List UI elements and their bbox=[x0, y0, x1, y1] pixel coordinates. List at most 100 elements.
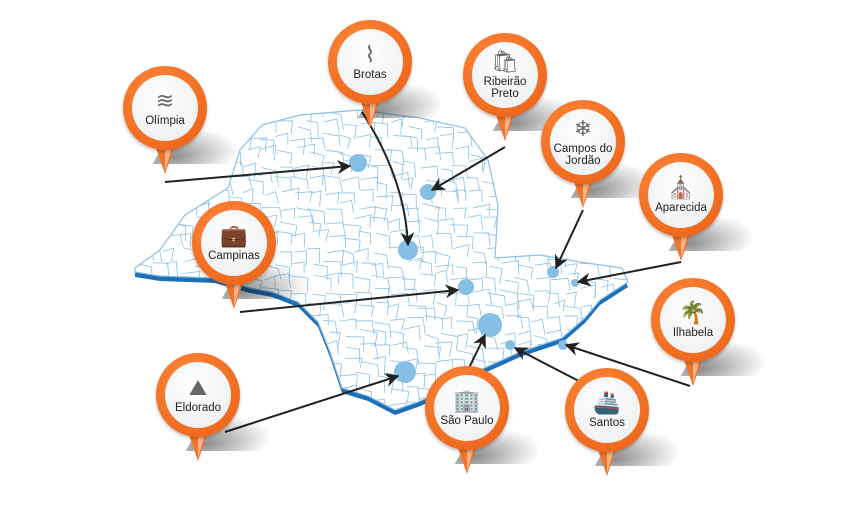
municipality-border bbox=[166, 187, 182, 204]
municipality-border bbox=[358, 304, 375, 317]
municipality-border bbox=[600, 301, 612, 316]
municipality-border bbox=[135, 334, 146, 352]
municipality-border bbox=[325, 222, 346, 239]
pin-campos-do-jordao[interactable]: ❄Campos do Jordão bbox=[541, 100, 672, 210]
municipality-border bbox=[595, 325, 607, 341]
municipality-border bbox=[498, 159, 519, 171]
municipality-border bbox=[275, 303, 294, 316]
municipality-border bbox=[609, 218, 623, 234]
municipality-border bbox=[631, 335, 647, 352]
arrow bbox=[224, 373, 400, 433]
municipality-border bbox=[355, 320, 375, 335]
municipality-border bbox=[505, 303, 520, 319]
municipality-border bbox=[307, 373, 322, 389]
municipality-border bbox=[376, 302, 390, 316]
municipality-border bbox=[279, 316, 296, 332]
municipality-border bbox=[456, 349, 475, 369]
municipality-border bbox=[231, 334, 246, 351]
municipality-border bbox=[274, 132, 289, 145]
municipality-border bbox=[612, 208, 627, 227]
municipality-border bbox=[307, 137, 326, 149]
municipality-border bbox=[595, 249, 608, 264]
municipality-border bbox=[309, 222, 322, 237]
municipality-border bbox=[135, 390, 146, 404]
municipality-border bbox=[295, 316, 307, 333]
municipality-border bbox=[439, 218, 456, 233]
municipality-border bbox=[248, 328, 265, 348]
municipality-border bbox=[259, 138, 275, 154]
municipality-border bbox=[457, 235, 474, 250]
municipality-border bbox=[594, 207, 613, 224]
municipality-border bbox=[530, 229, 548, 243]
pin-ilhabela[interactable]: 🌴Ilhabela bbox=[651, 278, 782, 388]
pin-label: Campinas bbox=[208, 250, 260, 262]
municipality-border bbox=[392, 160, 404, 180]
municipality-border bbox=[530, 385, 544, 402]
pin-label: Santos bbox=[589, 417, 625, 429]
municipality-border bbox=[167, 287, 182, 301]
pin-aparecida[interactable]: ⛪Aparecida bbox=[639, 153, 770, 263]
municipality-border bbox=[329, 235, 347, 248]
pin-label: Aparecida bbox=[655, 202, 707, 214]
pin-campinas[interactable]: 💼Campinas bbox=[192, 201, 323, 311]
pin-olimpia[interactable]: ≋Olímpia bbox=[123, 66, 254, 176]
municipality-border bbox=[499, 289, 520, 310]
municipality-border bbox=[322, 373, 336, 390]
municipality-border bbox=[260, 361, 279, 378]
municipality-border bbox=[550, 277, 571, 291]
municipality-border bbox=[568, 237, 584, 252]
municipality-border bbox=[326, 340, 340, 356]
municipality-border bbox=[135, 203, 149, 220]
municipality-border bbox=[359, 206, 376, 222]
pin-eldorado[interactable]: ⛰Eldorado bbox=[156, 353, 287, 463]
municipality-border bbox=[468, 157, 484, 173]
municipality-border bbox=[406, 316, 426, 334]
city-area bbox=[547, 266, 559, 278]
municipality-border bbox=[406, 386, 421, 402]
pin-santos[interactable]: 🚢Santos bbox=[565, 368, 696, 478]
municipality-border bbox=[611, 230, 628, 251]
municipality-border bbox=[466, 214, 484, 230]
municipality-border bbox=[358, 230, 371, 245]
pin-ribeirao-preto[interactable]: 🛍Ribeirão Preto bbox=[463, 33, 594, 143]
municipality-border bbox=[359, 329, 378, 347]
municipality-border bbox=[552, 392, 566, 408]
municipality-border bbox=[584, 209, 602, 226]
arrow bbox=[554, 209, 584, 270]
municipality-border bbox=[242, 188, 254, 204]
municipality-border bbox=[387, 148, 405, 166]
municipality-border bbox=[471, 288, 492, 305]
municipality-border bbox=[454, 244, 470, 257]
municipality-border bbox=[581, 229, 593, 244]
municipality-border bbox=[403, 325, 421, 341]
municipality-border bbox=[344, 237, 361, 252]
municipality-border bbox=[402, 135, 418, 153]
municipality-border bbox=[440, 190, 459, 204]
municipality-border bbox=[360, 176, 378, 192]
municipality-border bbox=[582, 335, 598, 352]
city-area bbox=[458, 279, 474, 295]
municipality-border bbox=[502, 192, 515, 205]
municipality-border bbox=[529, 373, 548, 385]
municipality-border bbox=[373, 329, 387, 346]
municipality-border bbox=[563, 305, 584, 323]
municipality-border bbox=[454, 145, 469, 159]
municipality-border bbox=[289, 138, 306, 155]
municipality-border bbox=[501, 148, 520, 164]
municipality-border bbox=[596, 278, 609, 291]
municipality-border bbox=[435, 207, 447, 219]
municipality-border bbox=[280, 349, 300, 364]
pin-brotas[interactable]: ⌇Brotas bbox=[328, 20, 459, 130]
municipality-border bbox=[281, 207, 296, 219]
municipality-border bbox=[354, 371, 371, 386]
municipality-border bbox=[404, 415, 419, 427]
municipality-border bbox=[355, 419, 365, 432]
municipality-border bbox=[423, 217, 440, 235]
municipality-border bbox=[515, 316, 531, 331]
pin-sao-paulo[interactable]: 🏢São Paulo bbox=[425, 366, 556, 476]
municipality-border bbox=[311, 386, 325, 398]
municipality-border bbox=[326, 303, 345, 317]
municipality-border bbox=[546, 401, 560, 410]
municipality-border bbox=[516, 162, 527, 179]
municipality-border bbox=[612, 293, 628, 311]
